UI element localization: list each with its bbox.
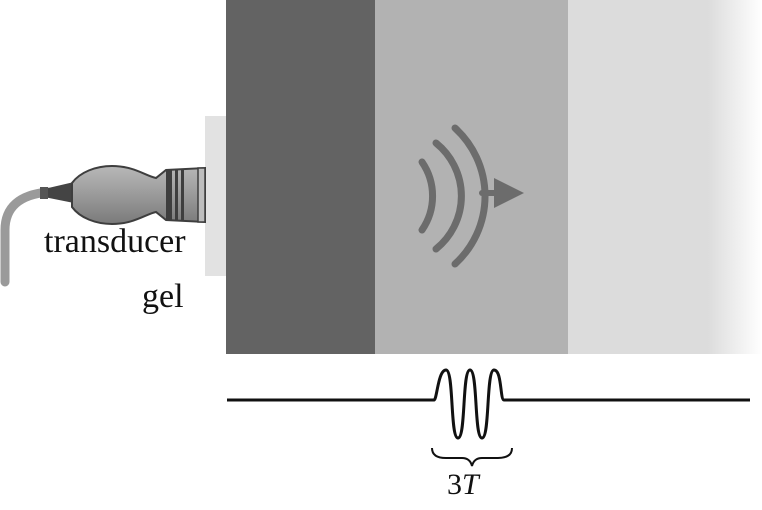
ultrasound-transducer-icon <box>40 164 206 226</box>
wave-arrow-head <box>494 178 524 208</box>
period-brace <box>431 447 513 467</box>
pulse-signal-trace <box>227 368 750 440</box>
period-symbol: T <box>462 468 479 501</box>
gel-layer <box>205 116 227 276</box>
pulse-period-label: 3T <box>447 470 479 500</box>
transducer-label: transducer <box>44 223 186 260</box>
transducer-cable <box>0 187 53 287</box>
tissue-layer-2 <box>375 0 568 354</box>
period-number: 3 <box>447 468 462 501</box>
gel-label: gel <box>142 278 184 315</box>
tissue-layer-1 <box>226 0 375 354</box>
tissue-layer-3 <box>568 0 762 354</box>
